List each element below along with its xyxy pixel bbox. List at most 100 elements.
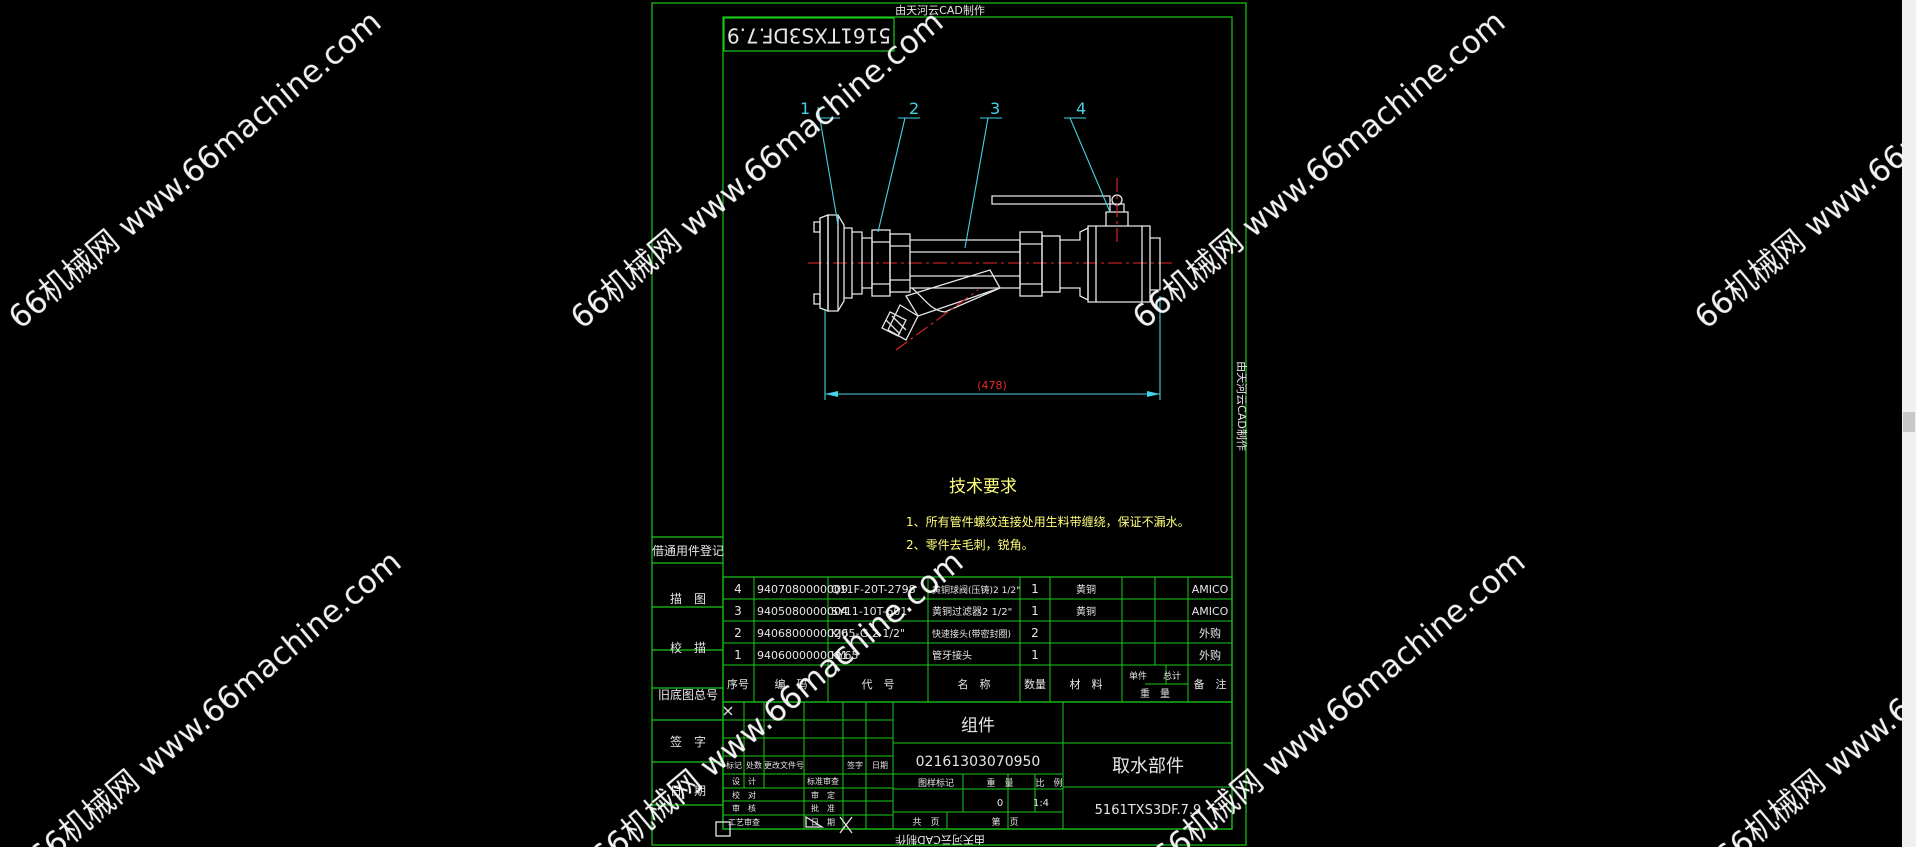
sign-role2-date: 日 期: [811, 818, 835, 827]
side-label-5: 日 期: [670, 784, 706, 798]
bom-row-2: 2 9406800000020 KJ65-G 2 1/2" 快速接头(带密封圈)…: [734, 626, 1221, 640]
sign-role-design: 设 计: [732, 776, 756, 786]
watermark-8: 66机械网 www.66machine.com: [1708, 544, 1916, 847]
part-number: 02161303070950: [916, 754, 1041, 770]
watermark-5: 66机械网 www.66machine.com: [22, 544, 408, 847]
svg-text:SY11-10T-601: SY11-10T-601: [831, 605, 907, 618]
side-label-4: 签 字: [670, 734, 706, 749]
balloon-2: 2: [909, 99, 919, 118]
stage-mark-label: 图样标记: [918, 777, 954, 789]
balloon-3: 3: [990, 99, 1000, 118]
svg-text:总计: 总计: [1163, 670, 1181, 682]
sign-role-review: 审 核: [732, 803, 756, 813]
leader-3: [964, 117, 989, 249]
svg-text:Q11F-20T-2798: Q11F-20T-2798: [831, 583, 916, 596]
svg-text:编 码: 编 码: [775, 677, 808, 691]
leader-2: [877, 117, 906, 233]
side-label-1: 描 图: [670, 592, 706, 606]
small-cross-icon: [723, 706, 733, 716]
svg-text:9406000000001: 9406000000001: [757, 649, 848, 662]
assembly-label: 组件: [961, 716, 995, 736]
sign-role-process: 工艺审查: [728, 817, 760, 827]
vertical-scrollbar[interactable]: [1902, 0, 1916, 847]
svg-text:外购: 外购: [1199, 648, 1221, 662]
part-2-quick-coupling: [862, 229, 911, 297]
watermark-4: 66机械网 www.66machine.com: [1688, 4, 1916, 336]
svg-text:备 注: 备 注: [1194, 677, 1227, 691]
leader-1: [817, 106, 839, 226]
svg-text:黄铜: 黄铜: [1076, 605, 1096, 618]
part-1-connector: [813, 214, 863, 312]
side-label-3: 旧底图总号: [658, 687, 718, 702]
rev-col-doc: 更改文件号: [764, 760, 804, 770]
svg-text:单件: 单件: [1129, 670, 1147, 682]
svg-text:管牙接头: 管牙接头: [932, 649, 972, 662]
svg-text:1: 1: [734, 648, 742, 662]
side-label-2: 校 描: [670, 640, 706, 655]
sheet-total: 共 页: [912, 817, 939, 828]
origin-square-icon: [715, 821, 731, 837]
svg-text:9407080000009: 9407080000009: [757, 583, 848, 596]
svg-text:材 料: 材 料: [1070, 677, 1103, 691]
bom-row-1: 1 9406000000001 KY65 管牙接头 1 外购: [734, 648, 1221, 662]
svg-text:KY65: KY65: [831, 649, 859, 662]
drawing-number: 5161TXS3DF.7.9: [1095, 803, 1202, 818]
cross-marker-icon: [839, 816, 853, 834]
svg-text:序号: 序号: [727, 677, 749, 691]
bom-header: 序号 编 码 代 号 名 称 数量 材 料 单件 总计 重 量 备 注: [727, 670, 1227, 700]
technical-requirements: 技术要求 1、所有管件螺纹连接处用生料带缠绕，保证不漏水。 2、零件去毛刺，锐角…: [906, 477, 1190, 552]
balloon-4: 4: [1076, 99, 1086, 118]
sign-role2-verify: 审 定: [811, 790, 835, 800]
svg-text:代 号: 代 号: [862, 678, 895, 691]
sign-role-check: 校 对: [732, 790, 756, 800]
svg-text:重 量: 重 量: [1140, 687, 1170, 700]
ucs-triangle-icon: [805, 815, 825, 828]
svg-text:2: 2: [1031, 626, 1039, 640]
rev-col-sign: 签字: [847, 760, 863, 770]
rev-col-date: 日期: [872, 761, 888, 770]
svg-text:1: 1: [1031, 582, 1039, 596]
dimension-value: (478): [977, 379, 1007, 392]
scale-value: 1:4: [1033, 798, 1049, 809]
side-label-column: 借通用件登记 描 图 校 描 旧底图总号 签 字 日 期: [652, 543, 724, 798]
svg-text:名 称: 名 称: [958, 677, 991, 691]
balloon-1: 1: [800, 99, 810, 118]
watermarks: 66机械网 www.66machine.com 66机械网 www.66mach…: [2, 4, 1916, 847]
rev-col-mark: 标记: [726, 760, 742, 770]
part-4-ball-valve: [991, 178, 1161, 303]
svg-text:外购: 外购: [1199, 626, 1221, 640]
bottom-stamp: 由天河云CAD制作: [895, 833, 985, 847]
svg-text:快速接头(带密封圈): 快速接头(带密封圈): [932, 628, 1011, 640]
scale-label: 比 例: [1035, 777, 1062, 789]
weight-label: 重 量: [986, 777, 1013, 789]
bom-table: 4 9407080000009 Q11F-20T-2798 黄铜球阀(压铸)2 …: [722, 576, 1233, 703]
svg-text:黄铜过滤器2 1/2": 黄铜过滤器2 1/2": [932, 605, 1012, 618]
drawing-code-box: 5161TXS3DF.7.9: [723, 17, 895, 52]
svg-text:黄铜球阀(压铸)2 1/2": 黄铜球阀(压铸)2 1/2": [932, 584, 1020, 596]
watermark-1: 66机械网 www.66machine.com: [2, 4, 388, 336]
side-label-0: 借通用件登记: [652, 543, 724, 558]
tech-req-item-1: 1、所有管件螺纹连接处用生料带缠绕，保证不漏水。: [906, 514, 1190, 529]
svg-text:数量: 数量: [1024, 678, 1046, 691]
sign-role2-std: 标准审查: [807, 776, 839, 786]
top-stamp: 由天河云CAD制作: [895, 3, 985, 17]
svg-text:黄铜: 黄铜: [1076, 583, 1096, 596]
bom-row-4: 4 9407080000009 Q11F-20T-2798 黄铜球阀(压铸)2 …: [734, 582, 1228, 596]
overall-dimension: (478): [824, 296, 1161, 400]
leader-4: [1069, 117, 1111, 213]
title-block: 标记 处数 更改文件号 签字 日期 设 计 校 对 审 核 工艺审查 标准审查 …: [715, 701, 1233, 837]
svg-text:1: 1: [1031, 604, 1039, 618]
bom-row-3: 3 9405080000004 SY11-10T-601 黄铜过滤器2 1/2"…: [734, 604, 1228, 618]
sign-role2-approve: 批 准: [811, 803, 835, 813]
rev-col-count: 处数: [746, 760, 762, 770]
side-stamp: 由天河云CAD制作: [1235, 361, 1249, 451]
part-name: 取水部件: [1112, 756, 1184, 777]
scrollbar-thumb[interactable]: [1903, 412, 1915, 432]
svg-text:2: 2: [734, 626, 742, 640]
assembly-drawing: 2 3 4 1 (478): [800, 99, 1172, 400]
part-3-strainer: [881, 231, 1061, 351]
svg-text:AMICO: AMICO: [1192, 605, 1229, 618]
tech-req-title: 技术要求: [949, 477, 1017, 497]
svg-text:1: 1: [1031, 648, 1039, 662]
